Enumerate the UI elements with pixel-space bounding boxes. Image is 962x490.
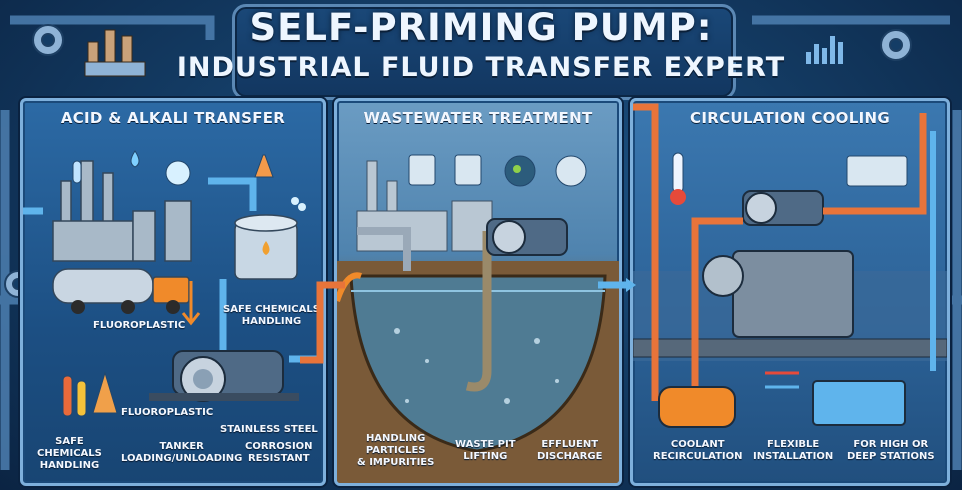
label-safe-chemicals-left: SAFE CHEMICALS HANDLING (37, 436, 102, 471)
label-safe-chemicals-right: SAFE CHEMICALS HANDLING (223, 304, 320, 327)
main-title: SELF-PRIMING PUMP: (249, 6, 713, 49)
filter-icon (454, 154, 482, 186)
pump-icon (486, 218, 568, 256)
label-coolant: COOLANT RECIRCULATION (653, 439, 743, 462)
label-tanker: TANKER LOADING/UNLOADING (121, 441, 243, 464)
tank-icon (234, 214, 298, 280)
pump-icon (742, 190, 824, 226)
clipboard-icon (408, 154, 436, 186)
engine-icon (702, 250, 854, 338)
subtitle: INDUSTRIAL FLUID TRANSFER EXPERT (176, 52, 786, 83)
test-tube-icon (72, 160, 82, 184)
cooling-scene (633, 103, 947, 428)
flask-icon (254, 154, 274, 178)
panel-title-acid: ACID & ALKALI TRANSFER (60, 109, 286, 127)
wastewater-scene (337, 154, 619, 483)
droplet-icon (130, 150, 140, 168)
molecule-icon (291, 197, 306, 211)
panel-title-cooling: CIRCULATION COOLING (690, 109, 890, 127)
pump-icon (149, 350, 299, 402)
label-handling-particles: HANDLING PARTICLES & IMPURITIES (357, 433, 435, 468)
tanker-truck-icon (52, 268, 190, 314)
label-fluoroplastic-bottom: FLUOROPLASTIC (121, 407, 214, 418)
thermometer-icon (670, 152, 686, 205)
tank-icon (658, 386, 736, 428)
label-stainless-steel: STAINLESS STEEL (220, 424, 318, 435)
panel-title-wastewater: WASTEWATER TREATMENT (363, 109, 593, 127)
panel-wastewater: WASTEWATER TREATMENT HANDLING PARTICLES … (334, 98, 622, 486)
label-fluoroplastic-top: FLUOROPLASTIC (93, 320, 186, 331)
ph-drop-icon (165, 160, 191, 186)
panel-circulation-cooling: CIRCULATION COOLING COOLANT RECIRCULATIO… (630, 98, 950, 486)
label-effluent: EFFLUENT DISCHARGE (537, 439, 603, 462)
label-waste-pit: WASTE PIT LIFTING (455, 439, 516, 462)
label-high-deep: FOR HIGH OR DEEP STATIONS (847, 439, 935, 462)
panel-acid-alkali: ACID & ALKALI TRANSFER SAFE CHEMICALS HA… (20, 98, 326, 486)
bacteria-icon (504, 155, 536, 187)
radiator-icon (846, 155, 908, 187)
label-corrosion: CORROSION RESISTANT (245, 441, 313, 464)
globe-icon (555, 155, 587, 187)
label-flexible: FLEXIBLE INSTALLATION (753, 439, 834, 462)
